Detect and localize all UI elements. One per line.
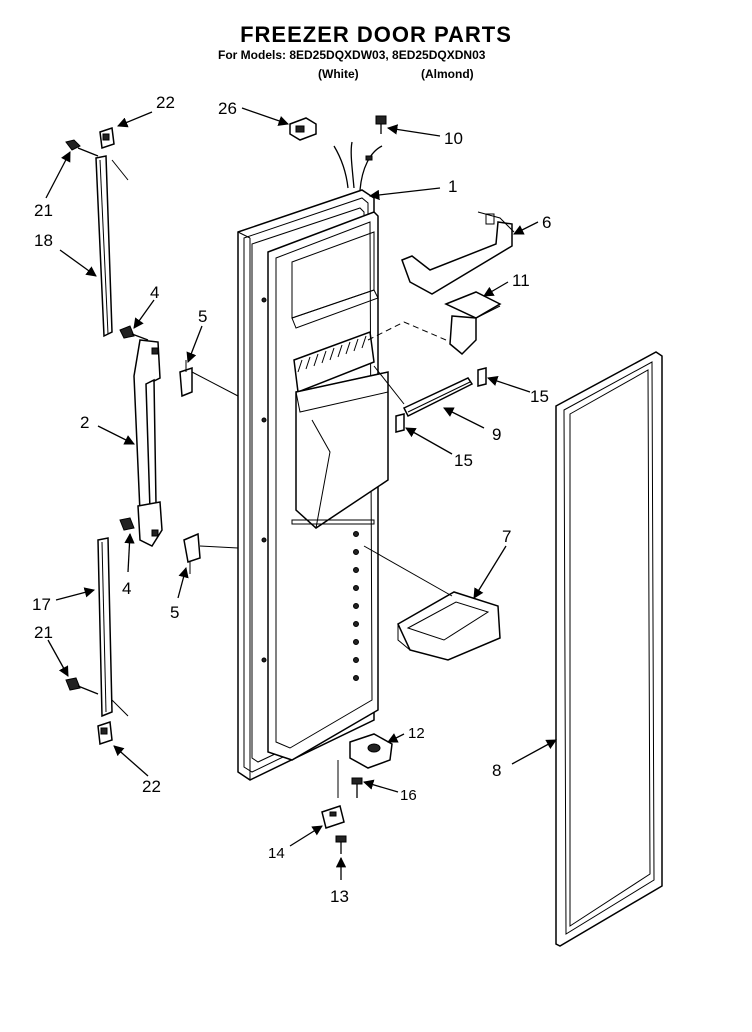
callout-4-bottom: 4 (122, 579, 131, 598)
callout-4-top: 4 (150, 283, 159, 302)
handle-trim-17 (97, 537, 129, 718)
clip-15-bottom (395, 413, 405, 433)
door-assembly (237, 141, 389, 781)
callout-17: 17 (32, 595, 51, 614)
handle-2 (133, 339, 163, 547)
screw-21-top (65, 139, 99, 157)
models-line: For Models: 8ED25DQXDW03, 8ED25DQXDN03 (218, 48, 486, 62)
callout-21-top: 21 (34, 201, 53, 220)
screw-10 (375, 115, 387, 134)
callout-12: 12 (408, 725, 425, 742)
connector-26 (289, 117, 317, 141)
callout-6: 6 (542, 213, 551, 232)
page-title: FREEZER DOOR PARTS (240, 22, 512, 47)
screw-13 (335, 835, 347, 854)
clip-5-top (179, 360, 193, 398)
door-holes (261, 297, 359, 681)
clip-5-bottom (183, 532, 239, 574)
callout-22-bottom: 22 (142, 777, 161, 796)
callout-18: 18 (34, 231, 53, 250)
clip-15-top (477, 367, 487, 387)
callout-5-top: 5 (198, 307, 207, 326)
hinge-12 (349, 733, 393, 769)
callout-8: 8 (492, 761, 501, 780)
callout-1: 1 (448, 177, 457, 196)
rail-9 (402, 377, 474, 418)
callout-15-top: 15 (530, 387, 549, 406)
screw-21-bottom (65, 677, 99, 695)
callout-14: 14 (268, 845, 285, 862)
door-bin-7 (397, 591, 501, 661)
callout-2: 2 (80, 413, 89, 432)
door-shelf-6 (401, 211, 515, 295)
callout-9: 9 (492, 425, 501, 444)
callout-26: 26 (218, 99, 237, 118)
screw-4-top (119, 325, 149, 341)
hinge-cover-22-bottom (97, 720, 113, 746)
ice-chute-11 (444, 291, 502, 356)
screw-16 (351, 777, 363, 798)
callout-22-top: 22 (156, 93, 175, 112)
callout-5-bottom: 5 (170, 603, 179, 622)
callout-7: 7 (502, 527, 511, 546)
leader-arrows (45, 107, 557, 880)
callout-21-bottom: 21 (34, 623, 53, 642)
callout-11: 11 (512, 271, 530, 290)
bracket-14 (321, 805, 345, 829)
variant-almond: (Almond) (421, 67, 474, 81)
callout-15-bottom: 15 (454, 451, 473, 470)
handle-trim-18 (95, 155, 129, 338)
door-gasket-8 (555, 351, 663, 947)
callout-10: 10 (444, 129, 463, 148)
screw-4-bottom (119, 517, 135, 531)
hinge-cover-22-top (99, 126, 115, 150)
callout-16: 16 (400, 787, 417, 804)
callout-labels: 22 21 18 4 5 2 4 5 17 21 22 26 10 1 6 11… (32, 93, 551, 906)
variant-white: (White) (318, 67, 359, 81)
callout-13: 13 (330, 887, 349, 906)
